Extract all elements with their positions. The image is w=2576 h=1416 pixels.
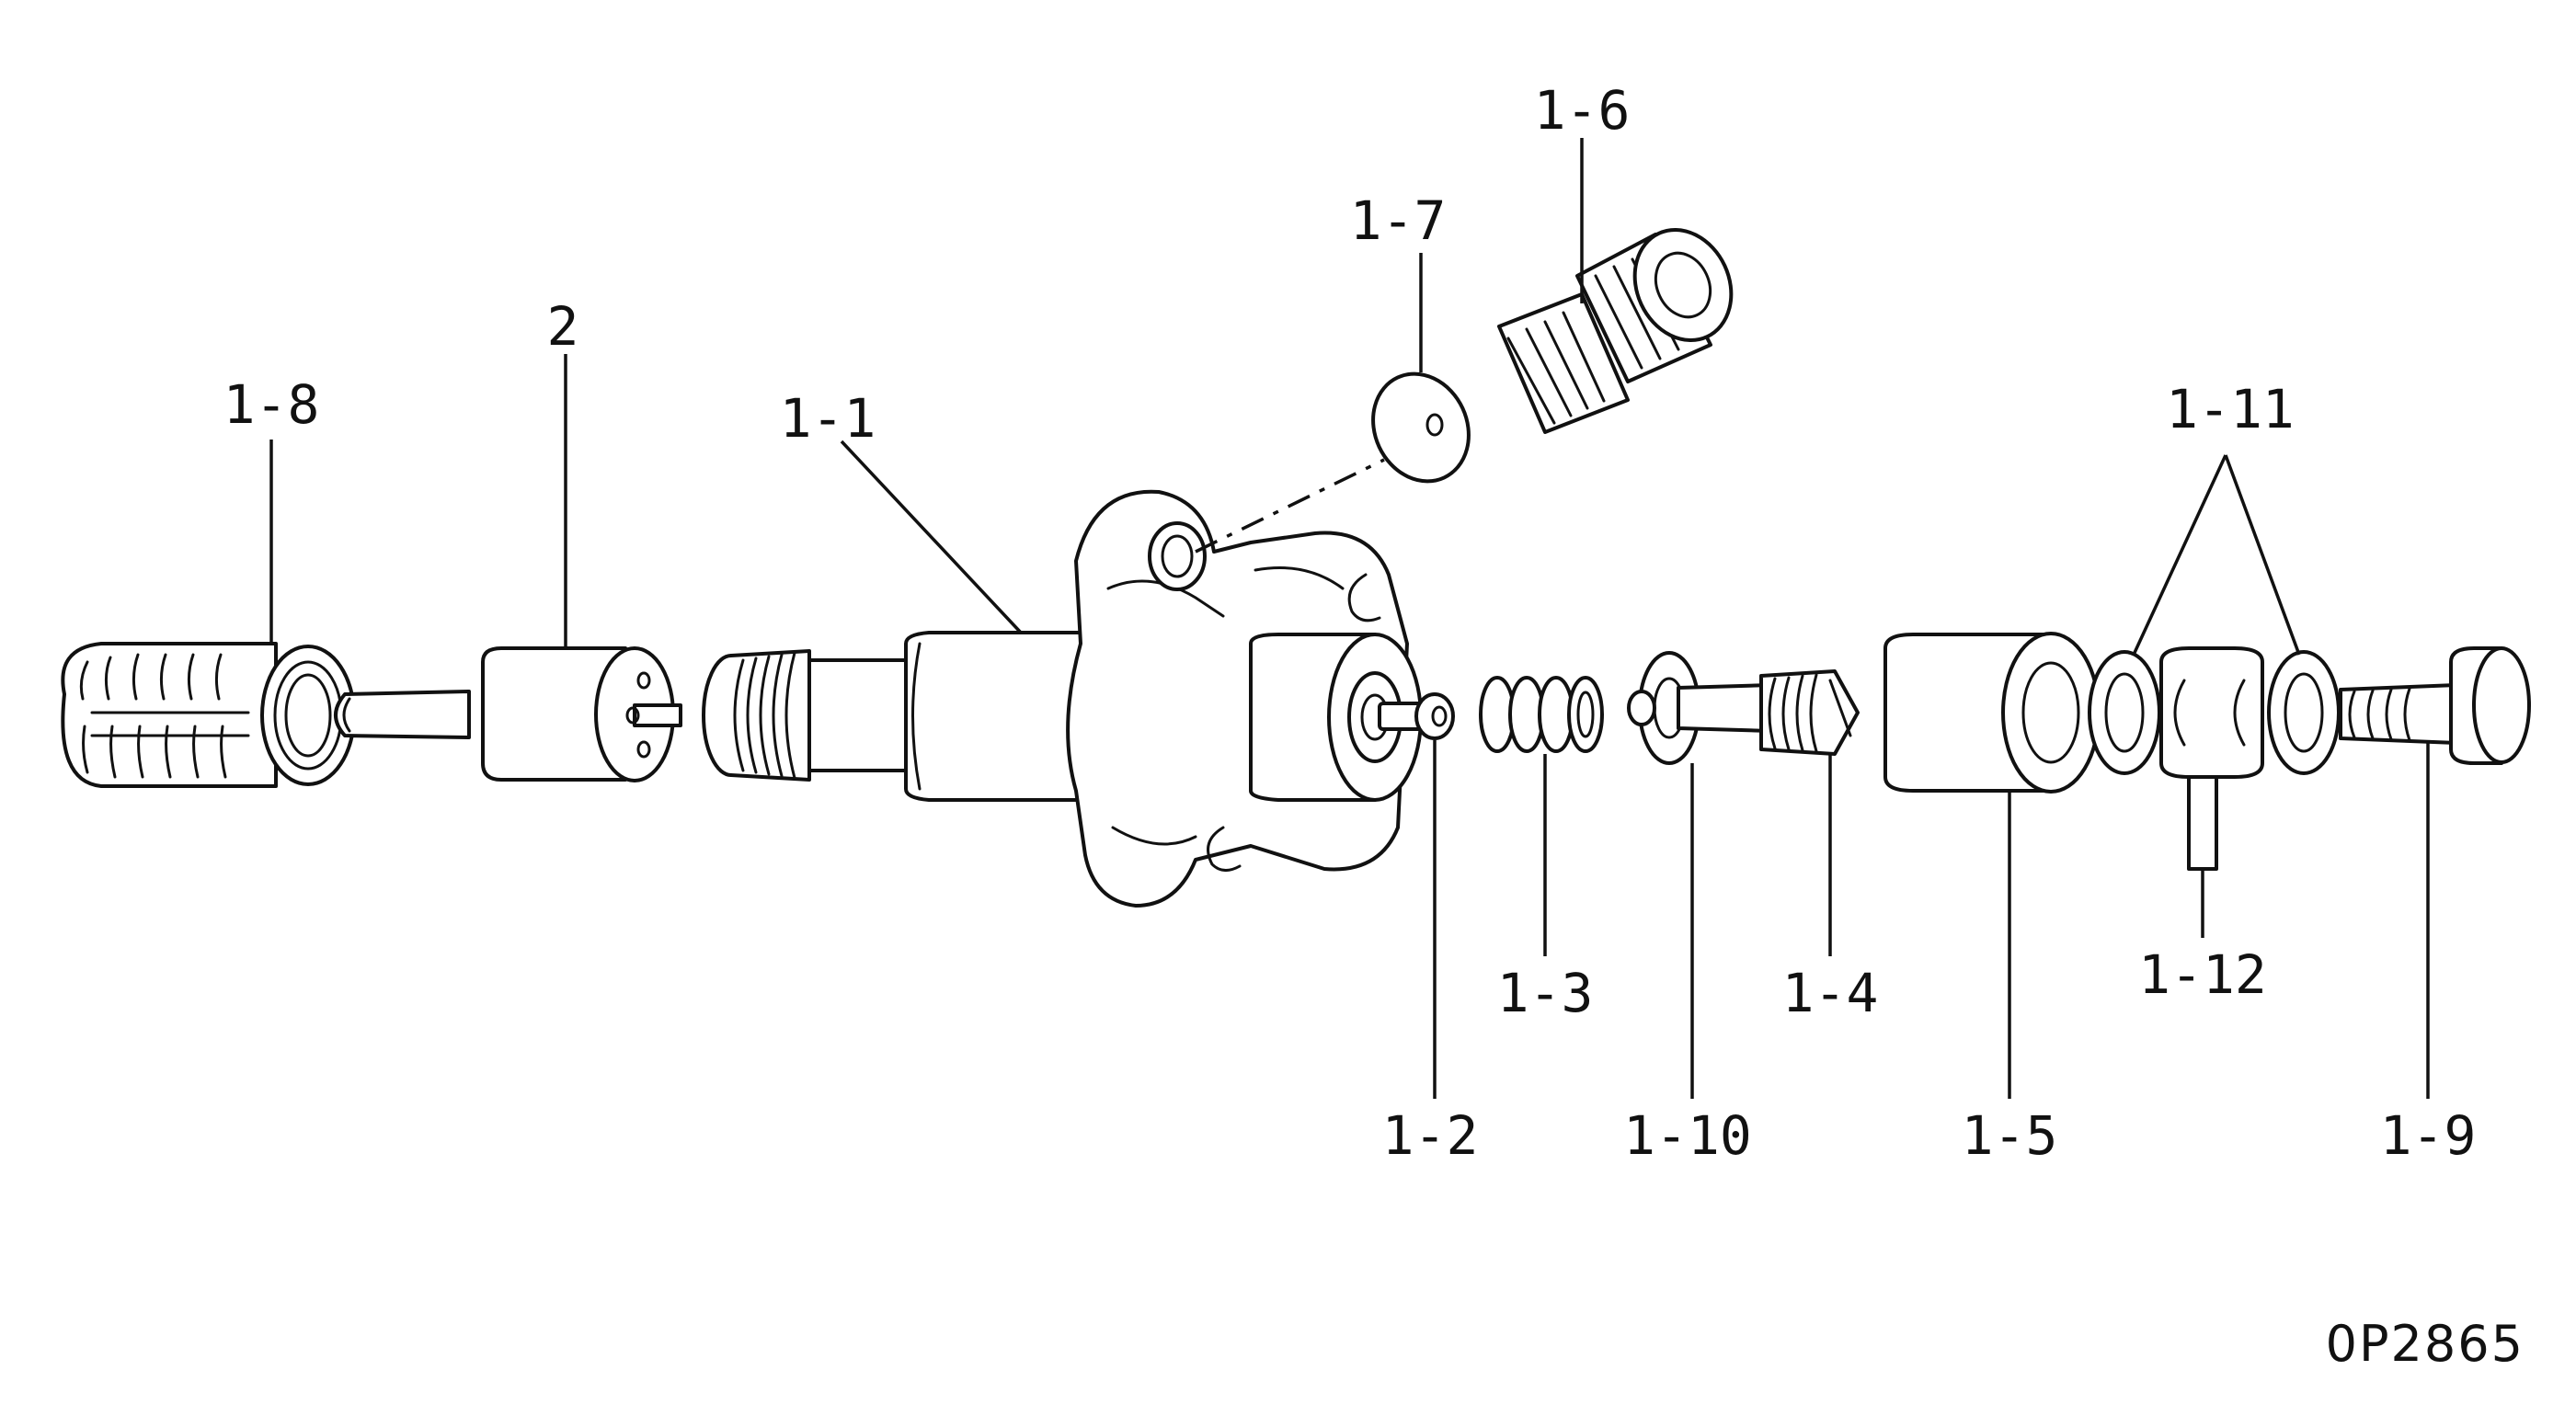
label-1-8: 1-8 (223, 373, 320, 436)
part-1-3-spring (1479, 676, 1604, 753)
part-1-12-overflow-connector (2159, 646, 2264, 871)
part-1-11-gaskets (2088, 650, 2341, 775)
part-1-7-washer (1371, 371, 1471, 484)
label-1-7: 1-7 (1350, 189, 1447, 252)
drawing-reference-code: 0P2865 (2326, 1315, 2524, 1373)
label-1-9: 1-9 (2380, 1104, 2477, 1167)
part-1-6-inlet-connector (1497, 227, 1734, 434)
part-1-5-cap-nut (1883, 632, 2101, 794)
label-1-4: 1-4 (1782, 962, 1879, 1024)
label-1-6: 1-6 (1534, 79, 1631, 142)
part-1-9-eye-bolt (2339, 646, 2531, 765)
label-1-1: 1-1 (780, 387, 876, 450)
part-1-10-shim (1627, 651, 1700, 765)
part-2-nozzle (334, 646, 682, 782)
part-labels: 1-8 2 1-1 1-7 1-6 1-11 1-3 1-4 1-12 1-2 … (223, 79, 2477, 1167)
label-1-11: 1-11 (2166, 378, 2295, 440)
label-1-12: 1-12 (2138, 943, 2267, 1006)
label-1-5: 1-5 (1962, 1104, 2058, 1167)
label-1-2: 1-2 (1382, 1104, 1479, 1167)
part-1-1-nozzle-holder-body (702, 489, 1423, 908)
label-1-3: 1-3 (1497, 962, 1594, 1024)
leader-lines (269, 138, 2430, 1099)
part-1-2-pin (1378, 692, 1455, 740)
label-2: 2 (547, 295, 579, 358)
part-1-8-nozzle-nut (61, 642, 356, 788)
label-1-10: 1-10 (1623, 1104, 1752, 1167)
part-1-4-adjusting-screw (1677, 669, 1860, 756)
